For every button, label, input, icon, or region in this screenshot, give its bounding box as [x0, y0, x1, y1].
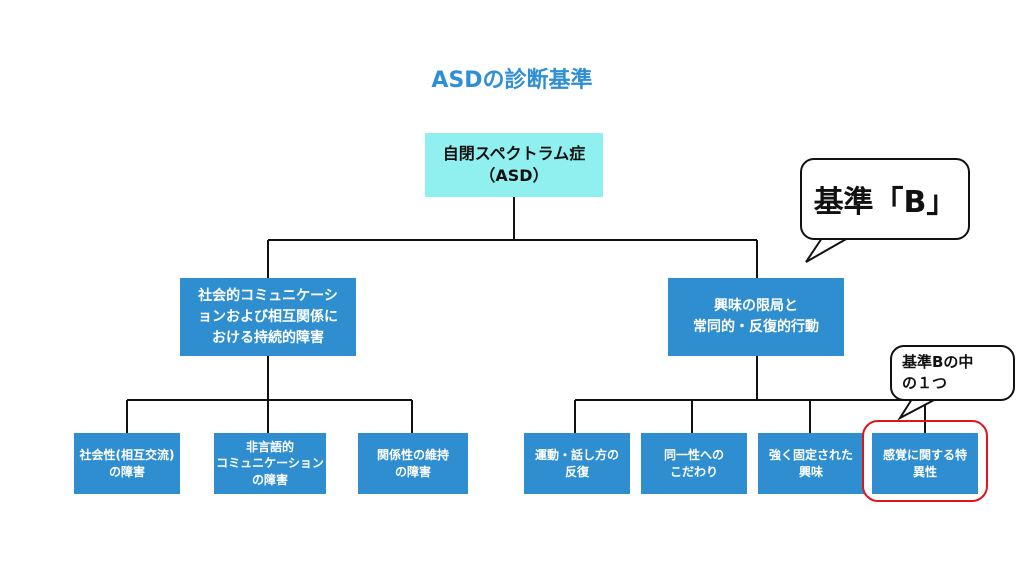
leaf-relationship-maintenance: 関係性の維持 の障害	[358, 433, 468, 494]
leaf-repetitive-motion-speech: 運動・話し方の 反復	[524, 433, 630, 494]
root-node-asd: 自閉スペクトラム症 （ASD）	[425, 133, 603, 197]
branch-social-communication: 社会的コミュニケーシ ョンおよび相互関係に おける持続的障害	[180, 278, 356, 356]
leaf-nonverbal-communication: 非言語的 コミュニケーション の障害	[214, 433, 326, 494]
highlight-ring	[862, 420, 988, 502]
leaf-sameness: 同一性への こだわり	[641, 433, 747, 494]
leaf-fixed-interests: 強く固定された 興味	[758, 433, 864, 494]
callout-one-of-b: 基準Bの中 の１つ	[890, 345, 1015, 401]
leaf-social-interaction: 社会性(相互交流) の障害	[74, 433, 180, 494]
leaf-sensory-specificity: 感覚に関する特 異性	[872, 433, 978, 494]
callout-criterion-b: 基準「B」	[800, 158, 970, 240]
page-title: ASDの診断基準	[431, 68, 593, 93]
branch-restricted-repetitive: 興味の限局と 常同的・反復的行動	[668, 278, 844, 356]
